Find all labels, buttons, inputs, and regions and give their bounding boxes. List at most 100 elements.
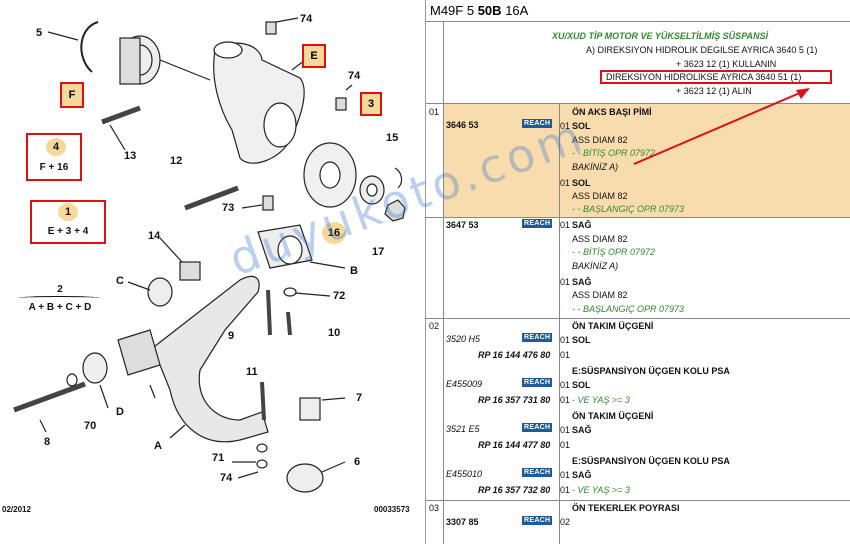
- rp-qty: 01: [560, 395, 571, 405]
- formula-1-bottom: E + 3 + 4: [47, 226, 89, 237]
- rp-ref: RP 16 357 732 80: [478, 485, 551, 495]
- reach-badge: REACH: [522, 378, 553, 387]
- group-num: 02: [429, 321, 440, 331]
- callout-11: 11: [246, 366, 258, 378]
- reach-badge: REACH: [522, 119, 553, 128]
- callout-10: 10: [328, 327, 341, 339]
- part-qty: 01: [560, 121, 571, 131]
- reach-badge: REACH: [522, 468, 553, 477]
- callout-70: 70: [84, 420, 97, 432]
- callout-6: 6: [354, 456, 361, 468]
- part-ref[interactable]: E455010: [446, 469, 483, 479]
- part-desc: ÖN TAKIM ÜÇGENİ: [572, 411, 654, 421]
- callout-A: A: [154, 440, 162, 452]
- callout-D: D: [116, 406, 124, 418]
- part-qty: 02: [560, 517, 571, 527]
- part-qty: 01: [560, 335, 571, 345]
- diagram-id: 00033573: [374, 505, 410, 514]
- part-ref[interactable]: 3307 85: [446, 517, 479, 527]
- formula-4-top: 4: [46, 138, 66, 156]
- part-cond: - - BİTİŞ OPR 07972: [572, 148, 656, 158]
- formula-4-bottom: F + 16: [39, 162, 69, 173]
- annotation-arrow: [633, 88, 810, 165]
- highlighted-row: [444, 104, 850, 217]
- part-ref[interactable]: 3647 53: [446, 220, 479, 230]
- callout-3-highlight: 3: [360, 92, 382, 116]
- part-extra: BAKİNİZ A): [572, 162, 619, 172]
- part-ref[interactable]: E455009: [446, 379, 483, 389]
- formula-box-4: [26, 133, 82, 181]
- reach-badge: REACH: [522, 516, 553, 525]
- rp-ref: RP 16 144 476 80: [478, 350, 551, 360]
- callout-71: 71: [212, 452, 225, 464]
- part-extra: BAKİNİZ A): [572, 261, 619, 271]
- highlight-box: [600, 70, 832, 84]
- callout-5: 5: [36, 27, 43, 39]
- callout-14: 14: [148, 230, 161, 242]
- part-side: SAĞ: [572, 470, 592, 480]
- part-desc: E:SÜSPANSİYON ÜÇGEN KOLU PSA: [572, 366, 730, 376]
- part-side: SAĞ: [572, 277, 592, 287]
- part-desc: ÖN AKS BAŞI PİMİ: [572, 107, 652, 117]
- part-spec: ASS DIAM 82: [572, 290, 628, 300]
- part-side: SAĞ: [572, 220, 592, 230]
- reach-badge: REACH: [522, 333, 553, 342]
- part-spec: ASS DIAM 82: [572, 135, 628, 145]
- rp-qty: 01: [560, 485, 571, 495]
- rp-qty: 01: [560, 440, 571, 450]
- part-cond: - VE YAŞ >= 3: [572, 485, 630, 495]
- part-qty: 01: [560, 277, 571, 287]
- part-side: SOL: [572, 380, 591, 390]
- callout-9: 9: [228, 330, 235, 342]
- part-side: SOL: [572, 335, 591, 345]
- part-side: SAĞ: [572, 425, 592, 435]
- part-ref[interactable]: 3520 H5: [446, 334, 481, 344]
- part-ref[interactable]: 3521 E5: [446, 424, 480, 434]
- formula-2-bottom: A + B + C + D: [28, 302, 92, 313]
- formula-2-top: 2: [57, 284, 63, 295]
- header-variant: 16A: [505, 3, 529, 18]
- callout-C: C: [116, 275, 124, 287]
- callout-B: B: [350, 265, 358, 277]
- parts-catalog: M49F 5 50B 16A XU/XUD TİP MOTOR VE YÜKSE…: [425, 0, 850, 544]
- part-desc: ÖN TEKERLEK POYRASI: [572, 503, 680, 513]
- part-spec: ASS DIAM 82: [572, 234, 628, 244]
- part-desc: ÖN TAKIM ÜÇGENİ: [572, 321, 654, 331]
- note-b-2: + 3623 12 (1) ALIN: [676, 86, 752, 96]
- diagram-date: 02/2012: [2, 505, 31, 514]
- part-qty: 01: [560, 220, 571, 230]
- part-spec: ASS DIAM 82: [572, 191, 628, 201]
- callout-E-highlight: E: [302, 44, 326, 68]
- callout-8: 8: [44, 436, 51, 448]
- callout-73: 73: [222, 202, 235, 214]
- part-ref[interactable]: 3646 53: [446, 120, 479, 130]
- reach-badge: REACH: [522, 423, 553, 432]
- header-code: 50B: [477, 3, 502, 18]
- part-cond: - - BAŞLANGIÇ OPR 07973: [572, 304, 685, 314]
- part-cond: - VE YAŞ >= 3: [572, 395, 630, 405]
- note-a: A) DIREKSIYON HIDROLIK DEGILSE AYRICA 36…: [586, 45, 818, 55]
- callout-7: 7: [356, 392, 363, 404]
- exploded-parts-diagram: 5 74 13 12 74 15 73 16 17 14 C B 72 9 10…: [2, 13, 410, 514]
- callout-74: 74: [300, 13, 313, 25]
- callout-74: 74: [348, 70, 361, 82]
- part-desc: E:SÜSPANSİYON ÜÇGEN KOLU PSA: [572, 456, 730, 466]
- note-b: DIREKSIYON HIDROLIKSE AYRICA 3640 51 (1): [606, 72, 802, 82]
- reach-badge: REACH: [522, 219, 553, 228]
- part-qty: 01: [560, 425, 571, 435]
- header-model: M49F 5: [430, 3, 475, 18]
- callout-F-highlight: F: [60, 82, 84, 108]
- suspension-drawing: [13, 17, 406, 493]
- rp-ref: RP 16 144 477 80: [478, 440, 551, 450]
- group-num: 03: [429, 503, 440, 513]
- part-qty: 01: [560, 178, 571, 188]
- catalog-header: M49F 5 50B 16A: [426, 0, 850, 22]
- catalog-title: XU/XUD TİP MOTOR VE YÜKSELTİLMİŞ SÜSPANS…: [552, 31, 769, 41]
- rp-ref: RP 16 357 731 80: [478, 395, 551, 405]
- callout-12: 12: [170, 155, 183, 167]
- rp-qty: 01: [560, 350, 571, 360]
- callout-16: 16: [322, 222, 346, 244]
- callout-13: 13: [124, 150, 137, 162]
- group-num: 01: [429, 107, 440, 117]
- formula-2-brace: [18, 296, 100, 300]
